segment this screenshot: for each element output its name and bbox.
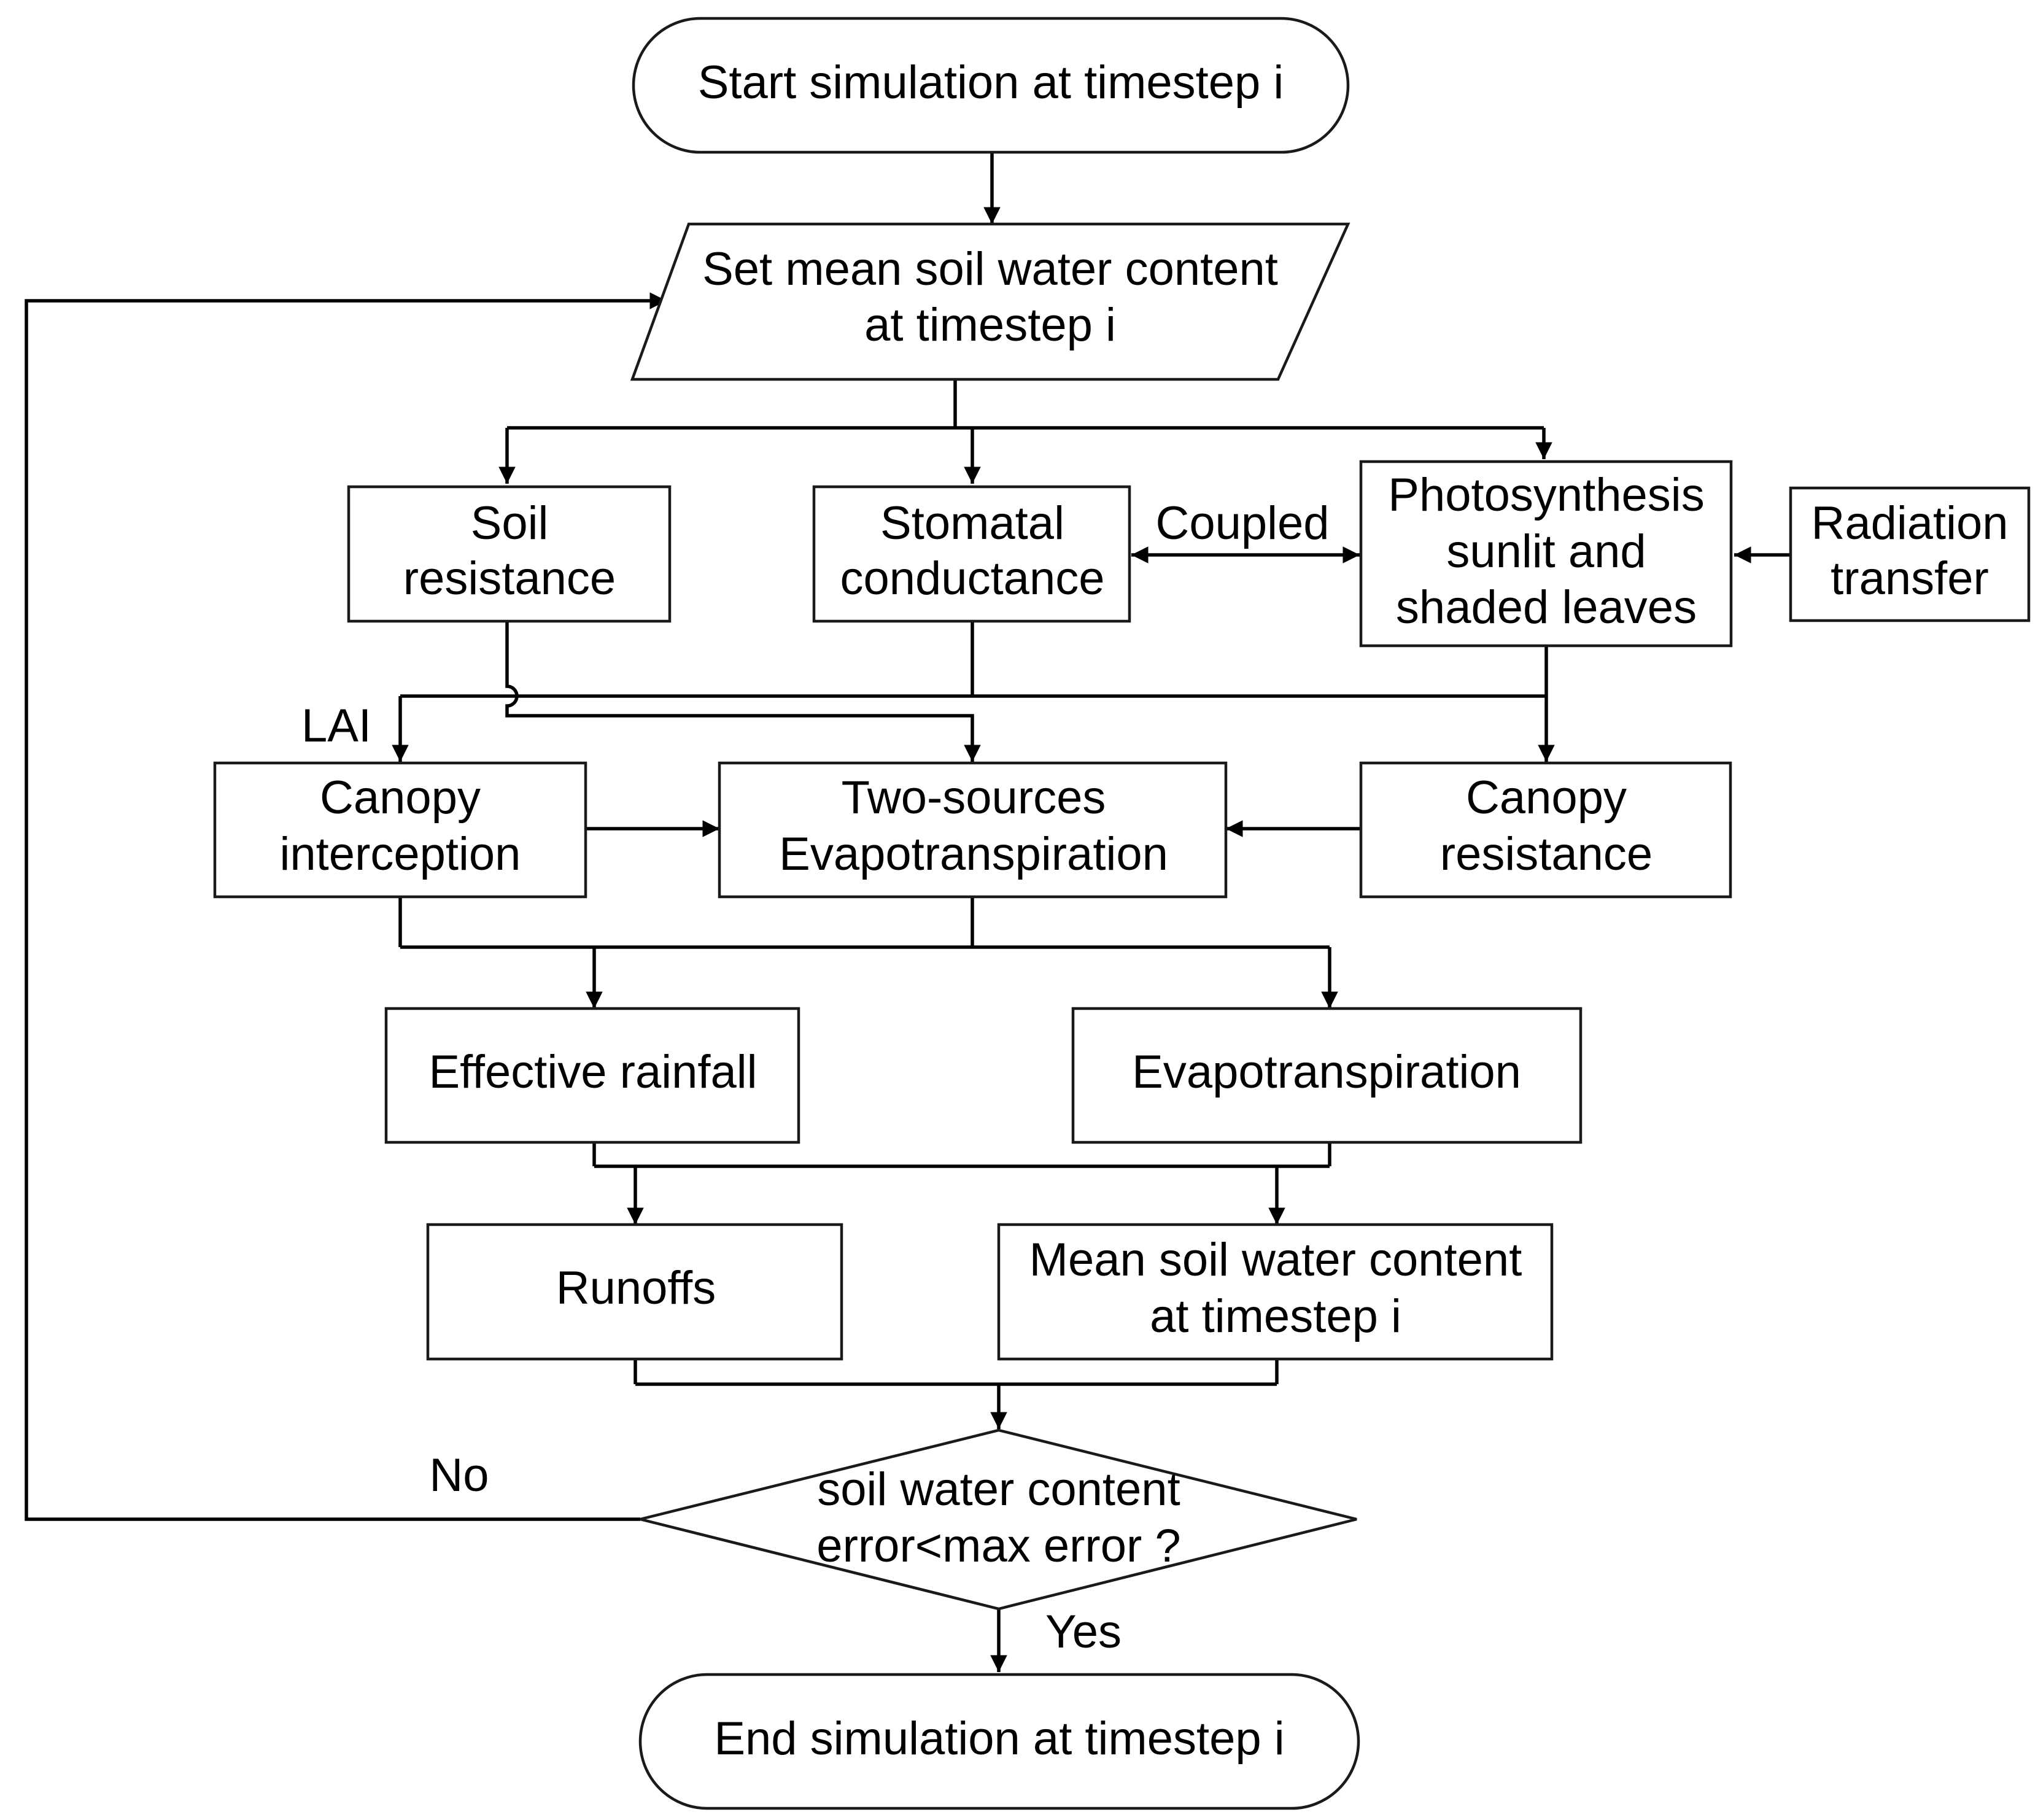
canopy-resistance-node: Canopy resistance bbox=[1359, 761, 1732, 899]
radiation-label-line2: transfer bbox=[1831, 552, 1989, 605]
canopy-interception-label-line1: Canopy bbox=[320, 772, 481, 824]
two-sources-label-line2: Evapotranspiration bbox=[779, 828, 1168, 880]
photosynthesis-label-line3: shaded leaves bbox=[1396, 581, 1697, 633]
canopy-resistance-label-line2: resistance bbox=[1440, 828, 1652, 880]
photosynthesis-node: Photosynthesis sunlit and shaded leaves bbox=[1359, 460, 1733, 648]
end-node: End simulation at timestep i bbox=[638, 1673, 1360, 1810]
start-node: Start simulation at timestep i bbox=[632, 17, 1350, 154]
stomatal-label-line2: conductance bbox=[840, 552, 1105, 605]
connectors bbox=[25, 152, 1791, 1672]
coupled-label: Coupled bbox=[1155, 497, 1329, 549]
set-mean-label-line1: Set mean soil water content bbox=[702, 243, 1278, 295]
end-label: End simulation at timestep i bbox=[714, 1713, 1284, 1765]
evapotranspiration-label: Evapotranspiration bbox=[1132, 1046, 1521, 1098]
decision-label-line2: error<max error ? bbox=[816, 1520, 1180, 1572]
radiation-transfer-node: Radiation transfer bbox=[1789, 486, 2031, 622]
canopy-resistance-label-line1: Canopy bbox=[1466, 772, 1627, 824]
set-mean-label-line2: at timestep i bbox=[864, 299, 1116, 351]
two-sources-et-node: Two-sources Evapotranspiration bbox=[718, 761, 1228, 899]
mean-soil-water-node: Mean soil water content at timestep i bbox=[997, 1223, 1554, 1361]
stomatal-label-line1: Stomatal bbox=[880, 497, 1064, 549]
mean-soil-label-line1: Mean soil water content bbox=[1029, 1234, 1522, 1286]
decision-label-line1: soil water content bbox=[817, 1463, 1180, 1516]
soil-resistance-label-line2: resistance bbox=[403, 552, 616, 605]
photosynthesis-label-line1: Photosynthesis bbox=[1388, 469, 1704, 521]
mean-soil-label-line2: at timestep i bbox=[1150, 1290, 1401, 1342]
runoffs-node: Runoffs bbox=[426, 1223, 843, 1361]
decision-node: soil water content error<max error ? bbox=[640, 1428, 1357, 1611]
soil-resistance-node: Soil resistance bbox=[347, 485, 672, 623]
soil-resistance-label-line1: Soil bbox=[471, 497, 549, 549]
photosynthesis-label-line2: sunlit and bbox=[1446, 525, 1646, 578]
runoffs-label: Runoffs bbox=[556, 1262, 716, 1314]
radiation-label-line1: Radiation bbox=[1811, 497, 2008, 549]
lai-label: LAI bbox=[301, 700, 371, 752]
effective-rainfall-node: Effective rainfall bbox=[384, 1007, 800, 1144]
start-label: Start simulation at timestep i bbox=[698, 56, 1284, 109]
line-no-loop bbox=[25, 292, 667, 1521]
canopy-interception-label-line2: interception bbox=[280, 828, 521, 880]
two-sources-label-line1: Two-sources bbox=[842, 772, 1106, 824]
effective-rainfall-label: Effective rainfall bbox=[428, 1046, 757, 1098]
no-label: No bbox=[429, 1449, 489, 1501]
canopy-interception-node: Canopy interception bbox=[213, 761, 587, 899]
evapotranspiration-node: Evapotranspiration bbox=[1071, 1007, 1583, 1144]
stomatal-conductance-node: Stomatal conductance bbox=[812, 485, 1131, 623]
line-soil-resistance-to-two-sources bbox=[505, 621, 981, 762]
set-mean-soil-water-node: Set mean soil water content at timestep … bbox=[630, 222, 1350, 381]
yes-label: Yes bbox=[1045, 1606, 1122, 1658]
